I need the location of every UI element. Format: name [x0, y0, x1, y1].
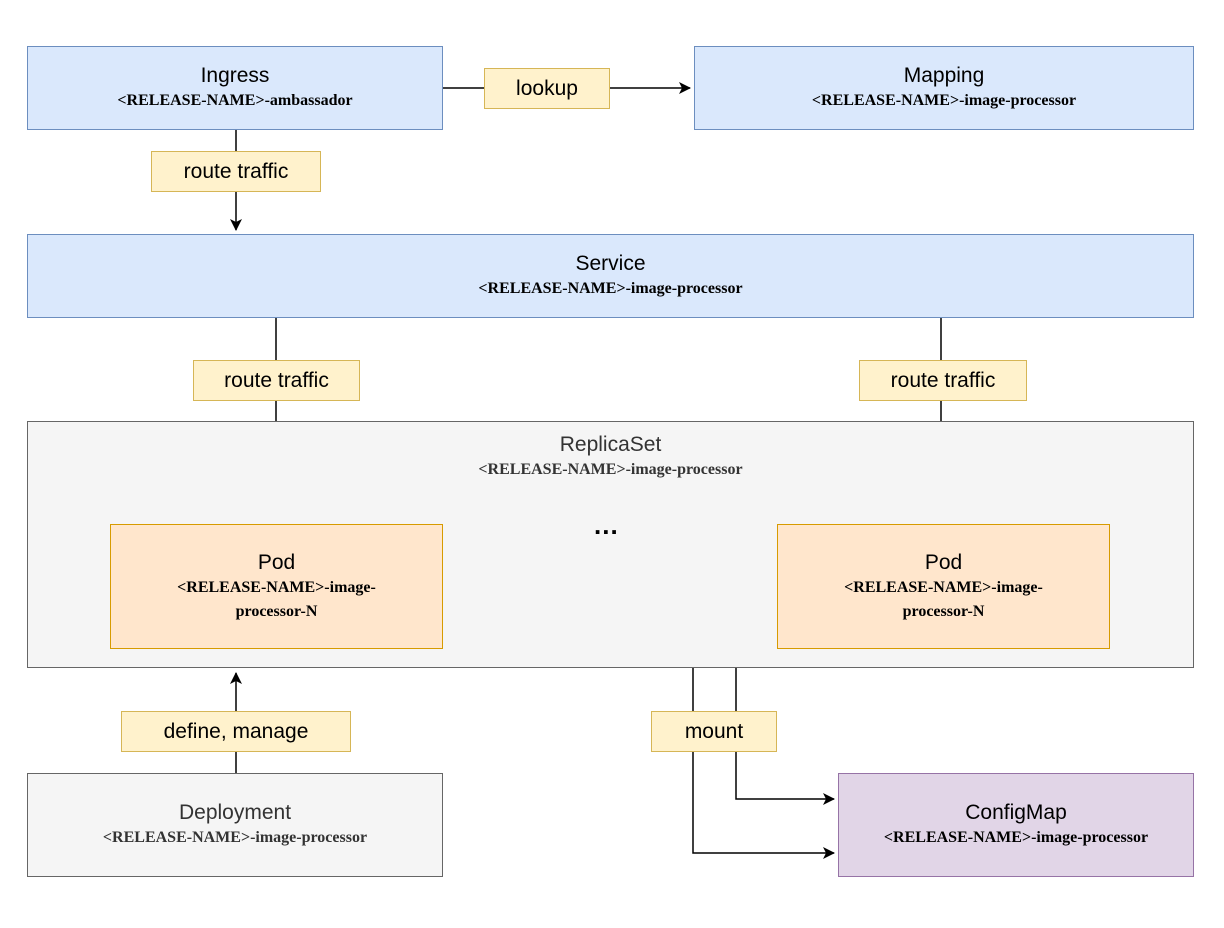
replicaset-ellipsis: ...: [594, 510, 619, 540]
replicaset-subtitle: <RELEASE-NAME>-image-processor: [478, 461, 743, 478]
edge-label-route-traffic-left: route traffic: [193, 360, 360, 401]
pod-right-box[interactable]: Pod <RELEASE-NAME>-image- processor-N: [777, 524, 1110, 649]
edge-label-lookup: lookup: [484, 68, 610, 109]
mapping-title: Mapping: [903, 64, 985, 87]
configmap-subtitle: <RELEASE-NAME>-image-processor: [883, 829, 1149, 846]
deployment-subtitle: <RELEASE-NAME>-image-processor: [102, 829, 368, 846]
pod-right-subtitle-line2: processor-N: [902, 602, 985, 620]
deployment-title: Deployment: [178, 801, 292, 824]
configmap-box[interactable]: ConfigMap <RELEASE-NAME>-image-processor: [838, 773, 1194, 877]
service-subtitle: <RELEASE-NAME>-image-processor: [478, 280, 743, 297]
configmap-title: ConfigMap: [965, 801, 1067, 824]
pod-left-box[interactable]: Pod <RELEASE-NAME>-image- processor-N: [110, 524, 443, 649]
pod-left-subtitle-line1: <RELEASE-NAME>-image-: [177, 578, 376, 596]
pod-left-subtitle-line2: processor-N: [235, 602, 318, 620]
service-title: Service: [575, 252, 646, 275]
mapping-box[interactable]: Mapping <RELEASE-NAME>-image-processor: [694, 46, 1194, 130]
edge-label-define-manage: define, manage: [121, 711, 351, 752]
pod-left-title: Pod: [257, 550, 296, 574]
edge-label-route-traffic-ingress: route traffic: [151, 151, 321, 192]
mapping-subtitle: <RELEASE-NAME>-image-processor: [811, 92, 1077, 109]
ingress-subtitle: <RELEASE-NAME>-ambassador: [117, 92, 353, 109]
edge-label-route-traffic-right: route traffic: [859, 360, 1027, 401]
edge-label-mount: mount: [651, 711, 777, 752]
pod-right-title: Pod: [924, 550, 963, 574]
pod-right-subtitle-line1: <RELEASE-NAME>-image-: [844, 578, 1043, 596]
deployment-box[interactable]: Deployment <RELEASE-NAME>-image-processo…: [27, 773, 443, 877]
service-box[interactable]: Service <RELEASE-NAME>-image-processor: [27, 234, 1194, 318]
ingress-box[interactable]: Ingress <RELEASE-NAME>-ambassador: [27, 46, 443, 130]
replicaset-title: ReplicaSet: [559, 433, 662, 456]
ingress-title: Ingress: [200, 64, 270, 87]
